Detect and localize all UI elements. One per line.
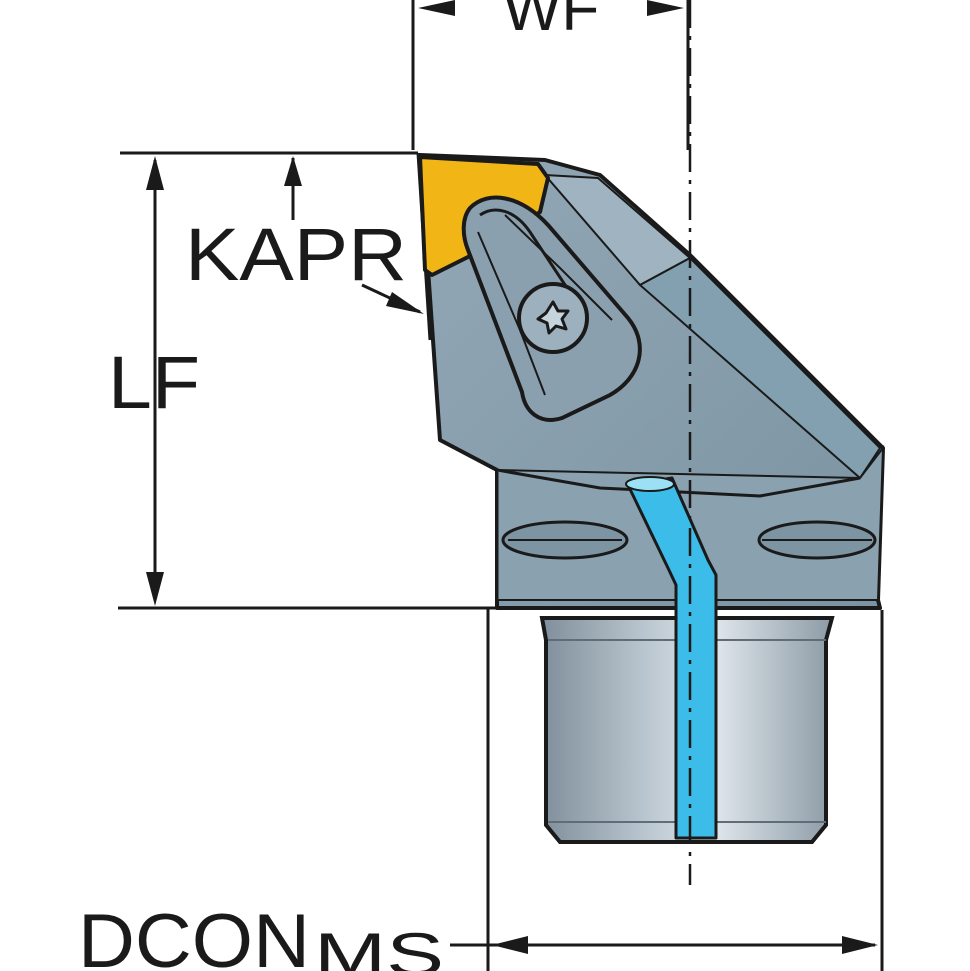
- wf-arrow-right: [647, 0, 684, 16]
- torx-socket-icon: [536, 300, 570, 335]
- insert-clamp: [461, 195, 642, 422]
- dcon-subscript: MS: [314, 921, 444, 971]
- coolant-channel: [625, 476, 718, 840]
- dcon-arrow-right: [842, 936, 878, 954]
- right-slot: [757, 520, 877, 560]
- kapr-label: KAPR: [185, 213, 407, 296]
- kapr-arrow-pointer: [386, 292, 424, 314]
- kapr-arrow-up: [284, 156, 302, 186]
- dcon-arrow-left: [492, 936, 528, 954]
- dcon-label: DCON: [78, 899, 310, 971]
- lf-label: LF: [108, 341, 200, 424]
- wf-label: WF: [503, 0, 599, 44]
- lf-arrow-up: [146, 156, 164, 190]
- left-slot: [501, 520, 629, 560]
- arrowheads: [146, 0, 878, 954]
- lf-arrow-down: [146, 572, 164, 606]
- wf-arrow-left: [418, 0, 455, 16]
